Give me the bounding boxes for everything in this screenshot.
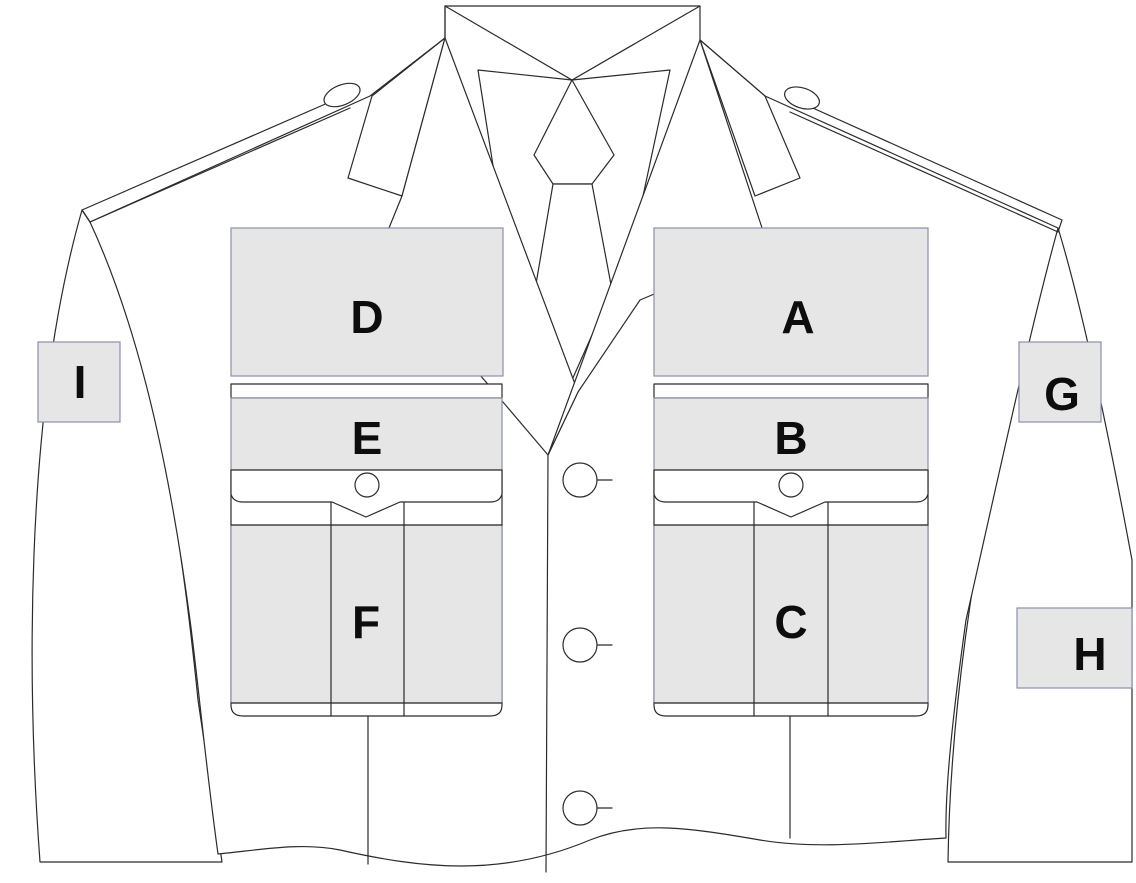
- left-pocket-button: [355, 473, 379, 497]
- zone-d-label: D: [350, 291, 383, 343]
- zone-a-label: A: [781, 291, 814, 343]
- zone-f-label: F: [352, 596, 380, 648]
- zone-c-label: C: [774, 596, 807, 648]
- left-pocket-top-band: [231, 384, 502, 398]
- zone-e-label: E: [352, 412, 383, 464]
- right-pocket-button: [779, 473, 803, 497]
- zone-i-label: I: [74, 356, 87, 408]
- zone-b-label: B: [774, 412, 807, 464]
- zone-g-label: G: [1044, 368, 1080, 420]
- right-pocket-top-band: [654, 384, 928, 398]
- zone-h-label: H: [1073, 628, 1106, 680]
